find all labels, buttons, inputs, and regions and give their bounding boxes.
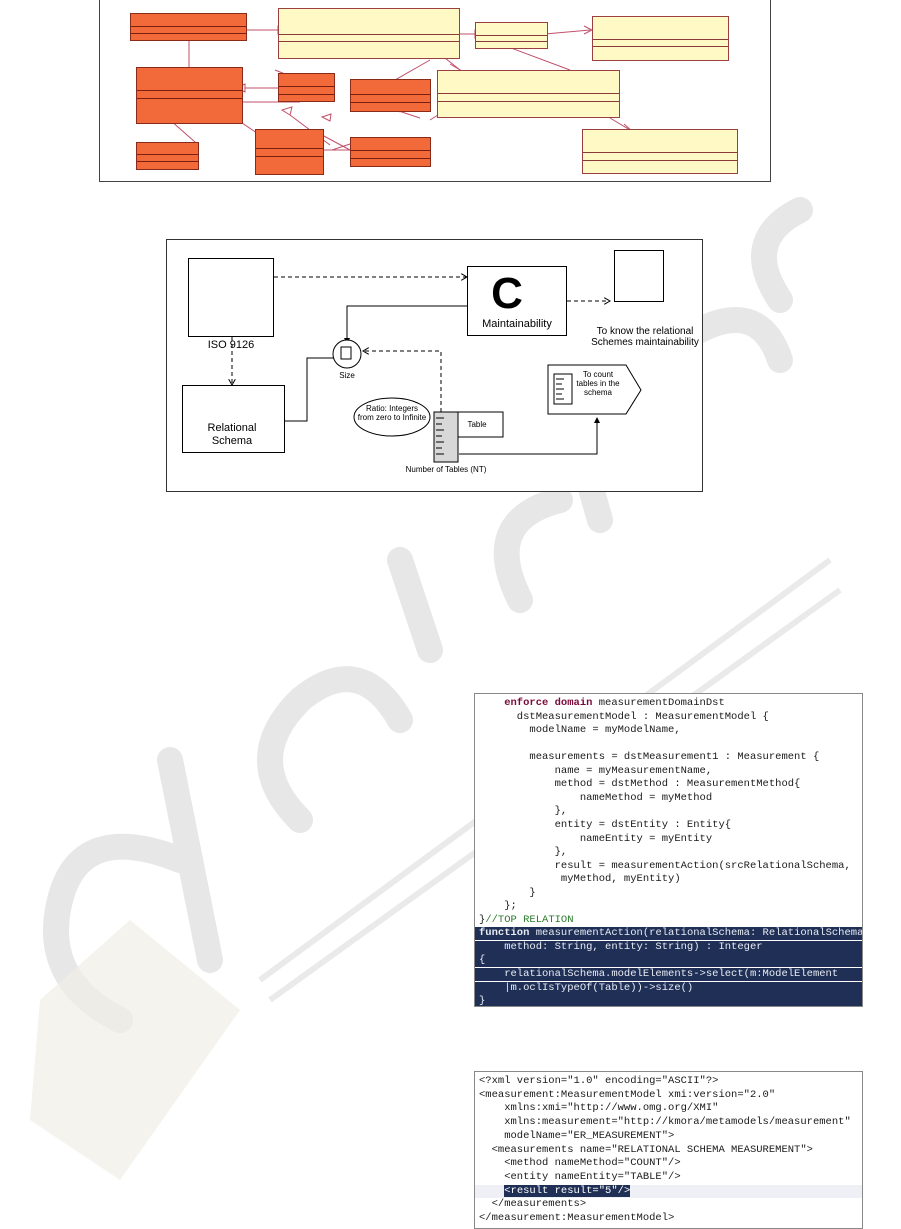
class-box bbox=[350, 79, 431, 112]
code-line: myMethod, myEntity) bbox=[479, 873, 681, 886]
measurement-diagram-connectors bbox=[215, 272, 642, 463]
code-line: </measurements> bbox=[479, 1198, 587, 1211]
maintainability-letter: C bbox=[491, 269, 523, 318]
class-box bbox=[582, 129, 738, 174]
iso-box bbox=[188, 258, 274, 337]
relational-schema-box bbox=[182, 385, 285, 453]
code-line: name = myMeasurementName, bbox=[479, 764, 713, 777]
code-line: }, bbox=[479, 805, 568, 818]
goal-box bbox=[614, 250, 664, 302]
class-box bbox=[136, 142, 199, 170]
method-label: To count tables in the schema bbox=[576, 370, 620, 397]
code-line: relationalSchema.modelElements->select(m… bbox=[475, 968, 862, 981]
code-line: <?xml version="1.0" encoding="ASCII"?> bbox=[479, 1075, 719, 1087]
code-line: <method nameMethod="COUNT"/> bbox=[479, 1157, 681, 1170]
class-box bbox=[278, 73, 335, 102]
code-line: measurements = dstMeasurement1 : Measure… bbox=[479, 751, 820, 764]
measurement-diagram-figure: C Maintainability To know the relational… bbox=[166, 239, 703, 492]
class-box bbox=[130, 13, 247, 41]
code-line: }, bbox=[479, 846, 568, 859]
class-box bbox=[592, 16, 729, 61]
code-line: { bbox=[475, 954, 862, 968]
class-box bbox=[437, 70, 620, 118]
code-line: }; bbox=[479, 900, 517, 913]
table-label: Table bbox=[467, 420, 487, 429]
code-line: enforce domain measurementDomainDst bbox=[479, 697, 725, 709]
class-box bbox=[350, 137, 431, 167]
goal-label: To know the relational Schemes maintaina… bbox=[591, 326, 699, 348]
code-line: xmlns:xmi="http://www.omg.org/XMI" bbox=[479, 1102, 719, 1115]
code-line: <result result="5"/> bbox=[475, 1184, 862, 1198]
scale-label: Ratio: Integers from zero to Infinite bbox=[357, 404, 427, 422]
code-line: function measurementAction(relationalSch… bbox=[475, 927, 862, 941]
class-diagram-figure bbox=[99, 0, 771, 182]
code-line: modelName = myModelName, bbox=[479, 724, 681, 737]
code-line: method: String, entity: String) : Intege… bbox=[475, 940, 862, 954]
maintainability-label: Maintainability bbox=[482, 318, 552, 330]
measure-label: Number of Tables (NT) bbox=[405, 465, 487, 474]
code-line: <measurement:MeasurementModel xmi:versio… bbox=[479, 1088, 776, 1101]
code-line: xmlns:measurement="http://kmora/metamode… bbox=[479, 1116, 851, 1129]
code-line bbox=[475, 738, 862, 751]
code-line: </measurement:MeasurementModel> bbox=[479, 1212, 675, 1224]
iso-label: ISO 9126 bbox=[207, 339, 255, 351]
qvt-code-listing: enforce domain measurementDomainDst dstM… bbox=[474, 693, 863, 1007]
code-line: modelName="ER_MEASUREMENT"> bbox=[479, 1129, 675, 1142]
xmi-code-listing: <?xml version="1.0" encoding="ASCII"?><m… bbox=[474, 1071, 863, 1229]
code-line: dstMeasurementModel : MeasurementModel { bbox=[479, 710, 769, 723]
code-line: nameEntity = myEntity bbox=[479, 832, 713, 845]
relational-schema-label: Relational Schema bbox=[207, 422, 257, 447]
code-line: |m.oclIsTypeOf(Table))->size() bbox=[475, 981, 862, 995]
maintainability-box bbox=[467, 266, 567, 336]
code-line: method = dstMethod : MeasurementMethod{ bbox=[479, 778, 801, 791]
code-line: entity = dstEntity : Entity{ bbox=[479, 818, 732, 831]
class-box bbox=[278, 8, 460, 59]
code-line: }//TOP RELATION bbox=[479, 913, 574, 926]
code-line: <entity nameEntity="TABLE"/> bbox=[479, 1170, 681, 1183]
code-line: } bbox=[475, 995, 862, 1006]
class-box bbox=[475, 22, 548, 49]
class-box bbox=[255, 129, 324, 175]
code-line: } bbox=[479, 886, 536, 899]
code-line: result = measurementAction(srcRelational… bbox=[479, 859, 851, 872]
class-box bbox=[136, 67, 243, 124]
size-label: Size bbox=[339, 371, 355, 380]
code-line: nameMethod = myMethod bbox=[479, 791, 713, 804]
code-line: <measurements name="RELATIONAL SCHEMA ME… bbox=[479, 1143, 813, 1156]
